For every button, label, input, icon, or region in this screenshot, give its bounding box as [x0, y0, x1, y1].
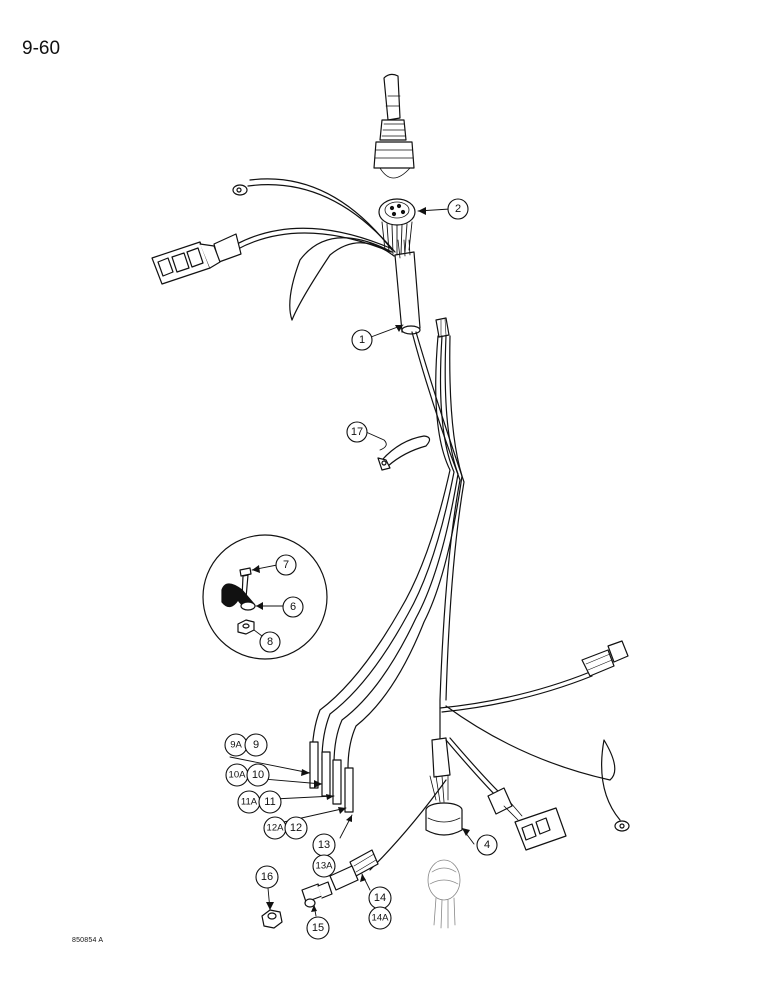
callout-15: 15: [312, 922, 324, 934]
callout-14a-circle: [368, 906, 392, 930]
ring-terminal-wire: [247, 184, 396, 253]
callout-1: 1: [359, 334, 365, 346]
callout-13: 13: [318, 839, 330, 851]
ring-terminal-wire: [445, 705, 621, 821]
callout-14a: 14A: [372, 913, 390, 924]
nut-8: [237, 619, 255, 635]
rectangular-connector-left: [151, 233, 242, 285]
callout-13a-circle: [312, 854, 336, 878]
callout-8: 8: [267, 636, 273, 648]
callout-8-circle: [259, 631, 281, 653]
callout-1-circle: [351, 329, 373, 351]
callout-9-circle: [244, 733, 268, 757]
callout-15-circle: [306, 916, 330, 940]
callout-9: 9: [253, 739, 259, 751]
callout-7-circle: [275, 554, 297, 576]
sensor-14: [329, 849, 379, 891]
ring-terminal-top: [232, 184, 248, 196]
harness-wires-main: [311, 317, 465, 769]
callout-17: 17: [351, 426, 363, 438]
lower-connector-socket: [425, 737, 463, 929]
callout-labels: 2 1 17 7 6 8 9A 9 10A 10 11A 11 12A 12 1…: [229, 203, 491, 934]
sensor-wire: [439, 671, 591, 709]
callout-14: 14: [374, 892, 386, 904]
sensor-right: [581, 640, 629, 677]
callout-17-circle: [346, 421, 368, 443]
inset-detail-circle: [202, 534, 328, 660]
clip-6: [221, 583, 256, 611]
harness-sleeve: [394, 239, 421, 335]
callout-11a: 11A: [241, 797, 258, 808]
connector-wire: [449, 737, 506, 799]
sensor-wire: [441, 675, 593, 713]
ring-terminal-wire: [249, 178, 393, 251]
nut-16: [261, 909, 283, 929]
callout-10: 10: [252, 769, 264, 781]
callout-11-circle: [258, 790, 282, 814]
upper-connector-socket: [373, 73, 415, 179]
page-number: 9-60: [22, 38, 61, 59]
loop-wire: [289, 237, 395, 321]
callout-2: 2: [455, 203, 461, 215]
connector-wire: [234, 227, 391, 249]
round-plug-connector: [378, 198, 416, 256]
callout-9a: 9A: [230, 740, 242, 751]
sensor-14-wire: [369, 779, 447, 871]
connector-wire: [235, 232, 392, 253]
callout-12: 12: [290, 822, 302, 834]
callout-16-circle: [255, 865, 279, 889]
wire-end-terminals: [309, 741, 354, 813]
callout-6: 6: [290, 601, 296, 613]
callout-11: 11: [264, 796, 275, 808]
callout-10a: 10A: [229, 770, 247, 781]
rectangular-connector-right: [487, 787, 567, 851]
callout-circles: [224, 198, 498, 940]
ring-terminal-bottom: [614, 820, 630, 832]
fitting-15: [301, 881, 333, 908]
callout-4: 4: [484, 839, 490, 851]
callout-2-circle: [447, 198, 469, 220]
cable-tie-strap: [377, 435, 431, 471]
callout-13a: 13A: [316, 861, 334, 872]
callout-6-circle: [282, 596, 304, 618]
callout-10-circle: [246, 763, 270, 787]
callout-12a: 12A: [267, 823, 285, 834]
leader-arrowheads: [252, 207, 470, 912]
callout-7: 7: [283, 559, 289, 571]
connector-wire: [445, 739, 501, 801]
callout-4-circle: [476, 834, 498, 856]
figure-code: 850854 A: [72, 937, 104, 944]
callout-12-circle: [284, 816, 308, 840]
callout-16: 16: [261, 871, 273, 883]
